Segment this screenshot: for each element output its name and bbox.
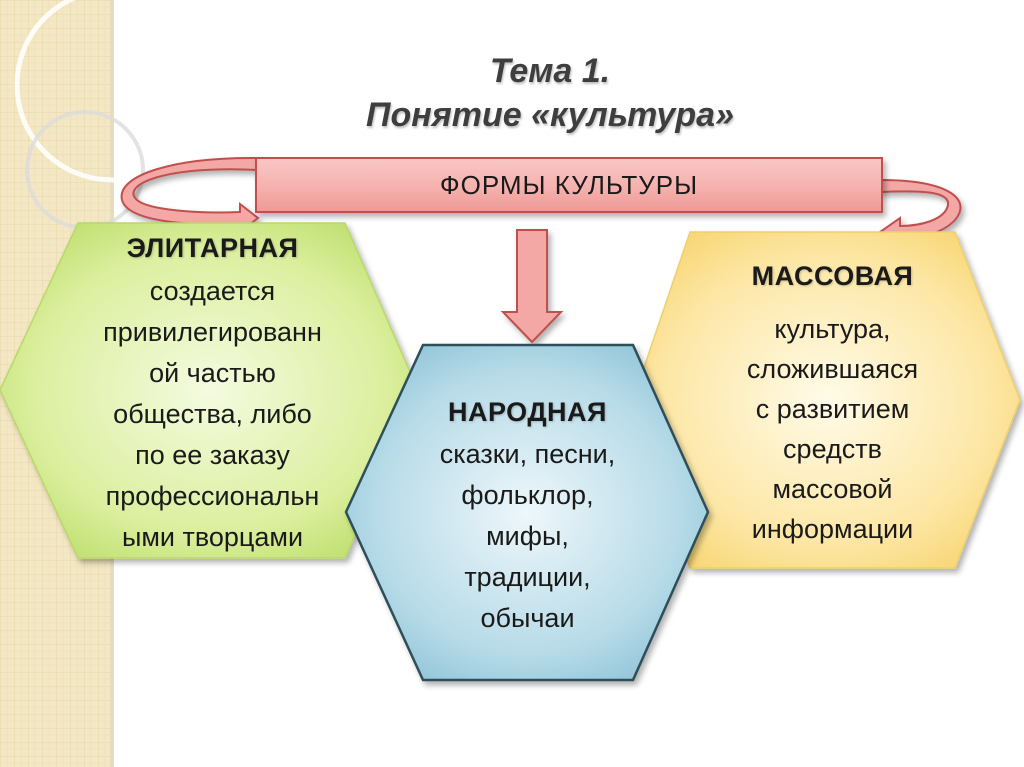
elite-line: создается — [149, 276, 276, 306]
folk-line: обычаи — [480, 603, 575, 633]
folk-line: мифы, — [486, 521, 569, 551]
elite-description: создается привилегированн ой частью обще… — [60, 271, 365, 558]
mass-line: средств — [783, 434, 882, 464]
title-concept: Понятие «культура» — [366, 96, 734, 134]
elite-line: ыми творцами — [121, 522, 304, 552]
folk-line: фольклор, — [461, 480, 594, 510]
mass-line: с развитием — [755, 394, 910, 424]
elite-culture-block: ЭЛИТАРНАЯ создается привилегированн ой ч… — [60, 225, 365, 558]
mass-culture-block: МАССОВАЯ культура, сложившаяся с развити… — [705, 255, 960, 549]
mass-line: сложившаяся — [746, 354, 919, 384]
folk-description: сказки, песни, фольклор, мифы, традиции,… — [395, 434, 660, 639]
folk-line: сказки, песни, — [439, 439, 616, 469]
folk-heading: НАРОДНАЯ — [448, 397, 607, 427]
elite-line: общества, либо — [113, 399, 312, 429]
elite-line: ой частью — [149, 358, 276, 388]
mass-line: культура, — [774, 314, 891, 344]
elite-line: профессиональн — [105, 481, 320, 511]
mass-description: культура, сложившаяся с развитием средст… — [705, 309, 960, 549]
elite-heading: ЭЛИТАРНАЯ — [126, 233, 299, 263]
title-topic: Тема 1. — [489, 52, 611, 90]
decor-circle-1 — [14, 0, 210, 183]
folk-culture-block: НАРОДНАЯ сказки, песни, фольклор, мифы, … — [395, 390, 660, 639]
folk-line: традиции, — [464, 562, 591, 592]
elite-hexagon — [0, 222, 419, 559]
mass-heading: МАССОВАЯ — [751, 261, 914, 291]
mass-line: информации — [751, 514, 914, 544]
forms-bar — [255, 157, 883, 213]
folk-hexagon — [344, 343, 710, 682]
mass-line: массовой — [772, 474, 893, 504]
forms-of-culture-label: ФОРМЫ КУЛЬТУРЫ — [439, 170, 699, 200]
down-arrow — [500, 229, 564, 344]
elite-line: привилегированн — [103, 317, 322, 347]
elite-line: по ее заказу — [135, 440, 290, 470]
